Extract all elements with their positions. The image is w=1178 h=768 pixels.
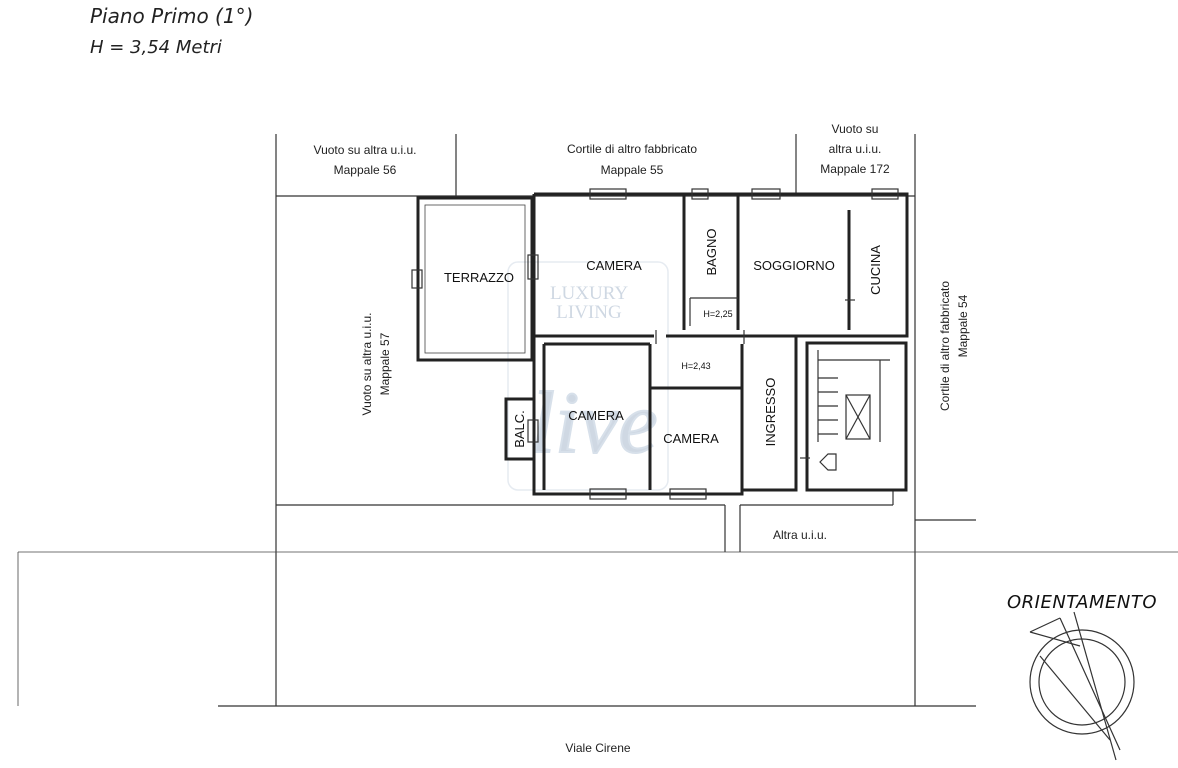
label-left-1: Vuoto su altra u.i.u. — [360, 313, 374, 416]
height-corridor: H=2,43 — [681, 361, 710, 371]
height-bagno: H=2,25 — [703, 309, 732, 319]
label-top-left-2: Mappale 56 — [334, 163, 397, 177]
label-top-left-1: Vuoto su altra u.i.u. — [314, 143, 417, 157]
orientation-compass: ORIENTAMENTO — [1007, 592, 1157, 761]
room-balcone: BALC. — [512, 410, 527, 448]
label-right-2: Mappale 54 — [956, 294, 970, 357]
orientation-label: ORIENTAMENTO — [1007, 592, 1157, 613]
label-right-1: Cortile di altro fabbricato — [938, 281, 952, 411]
window-marks — [411, 188, 899, 500]
room-ingresso: INGRESSO — [763, 378, 778, 447]
label-top-right-1: Vuoto su — [832, 122, 879, 136]
label-top-right-2: altra u.i.u. — [829, 142, 882, 156]
label-left-2: Mappale 57 — [378, 332, 392, 395]
watermark-line1: LUXURY — [550, 283, 628, 304]
room-camera-bottom-mid: CAMERA — [663, 431, 719, 446]
room-soggiorno: SOGGIORNO — [753, 258, 835, 273]
label-bottom-other: Altra u.i.u. — [773, 528, 827, 542]
watermark-line2: LIVING — [556, 302, 622, 323]
room-terrazzo: TERRAZZO — [444, 270, 514, 285]
label-top-center-2: Mappale 55 — [601, 163, 664, 177]
apartment-walls — [416, 192, 909, 496]
room-camera-top: CAMERA — [586, 258, 642, 273]
site-lines — [17, 134, 1178, 707]
watermark-mark: live — [530, 375, 657, 472]
surroundings-labels: Vuoto su altra u.i.u. Mappale 56 Cortile… — [314, 122, 970, 755]
label-top-right-3: Mappale 172 — [820, 162, 890, 176]
watermark: LUXURY LIVING live — [507, 261, 669, 491]
room-camera-bottom-left: CAMERA — [568, 408, 624, 423]
label-street: Viale Cirene — [565, 741, 630, 755]
label-top-center-1: Cortile di altro fabbricato — [567, 142, 697, 156]
floor-height: H = 3,54 Metri — [90, 37, 222, 58]
floor-title: Piano Primo (1°) — [90, 4, 254, 28]
staircase — [817, 350, 890, 471]
room-bagno: BAGNO — [704, 229, 719, 276]
room-labels: TERRAZZO CAMERA BAGNO SOGGIORNO CUCINA C… — [444, 229, 883, 448]
room-cucina: CUCINA — [868, 245, 883, 295]
